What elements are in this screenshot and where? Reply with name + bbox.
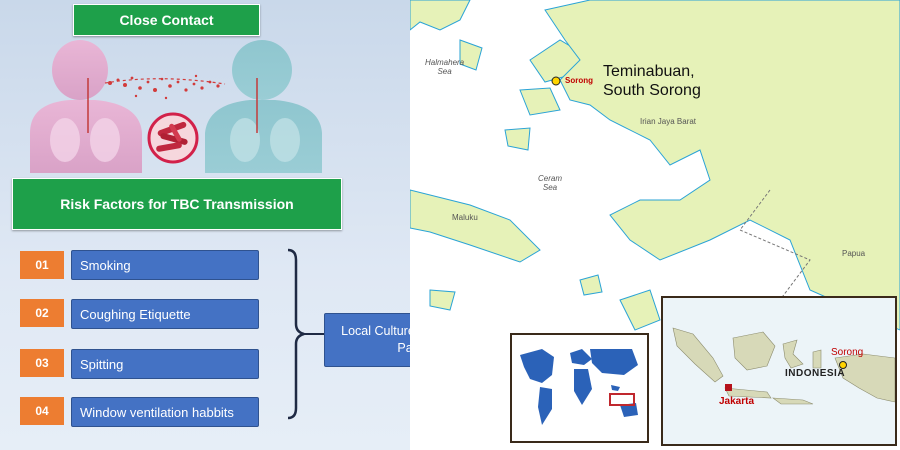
- infected-person: [30, 40, 142, 173]
- world-map: [512, 335, 647, 441]
- close-contact-title: Close Contact: [73, 4, 260, 36]
- sorong-inset-label: Sorong: [831, 347, 864, 358]
- indonesia-map: [663, 298, 895, 444]
- factor-spitting: Spitting: [71, 349, 259, 379]
- sorong-inset-marker: [839, 361, 847, 369]
- left-panel: Close Contact: [0, 0, 410, 450]
- factor-number-1: 01: [20, 251, 64, 279]
- factor-window-ventilation: Window ventilation habbits: [71, 397, 259, 427]
- maluku-label: Maluku: [452, 213, 478, 222]
- teminabuan-line-2: South Sorong: [603, 82, 701, 100]
- indonesia-highlight: [609, 393, 635, 406]
- grouping-bracket: [287, 248, 324, 420]
- factor-number-2: 02: [20, 299, 64, 327]
- jakarta-marker: [725, 384, 732, 391]
- indonesia-inset-map: INDONESIA Sorong Jakarta: [661, 296, 897, 446]
- ceram-sea-label: Ceram Sea: [538, 174, 563, 192]
- risk-factors-title: Risk Factors for TBC Transmission: [12, 178, 342, 230]
- jakarta-label: Jakarta: [719, 396, 755, 407]
- sorong-map-label: Sorong: [565, 76, 593, 85]
- factor-number-3: 03: [20, 349, 64, 377]
- sorong-marker: [551, 76, 561, 86]
- teminabuan-label: Teminabuan, South Sorong: [603, 62, 701, 100]
- factor-smoking: Smoking: [71, 250, 259, 280]
- papua-map: [410, 0, 900, 331]
- droplet-spray: [108, 74, 220, 100]
- halmahera-sea-label: Halmahera Sea: [425, 58, 465, 76]
- irian-jaya-barat-label: Irian Jaya Barat: [640, 117, 697, 126]
- papua-label: Papua: [842, 249, 866, 258]
- factor-number-4: 04: [20, 397, 64, 425]
- world-inset-map: [510, 333, 649, 443]
- teminabuan-line-1: Teminabuan,: [603, 63, 695, 80]
- exposed-person: [205, 40, 322, 173]
- transmission-illustration: [30, 40, 322, 173]
- indonesia-label: INDONESIA: [785, 368, 846, 379]
- factor-coughing-etiquette: Coughing Etiquette: [71, 299, 259, 329]
- bacteria-icon: [147, 112, 199, 164]
